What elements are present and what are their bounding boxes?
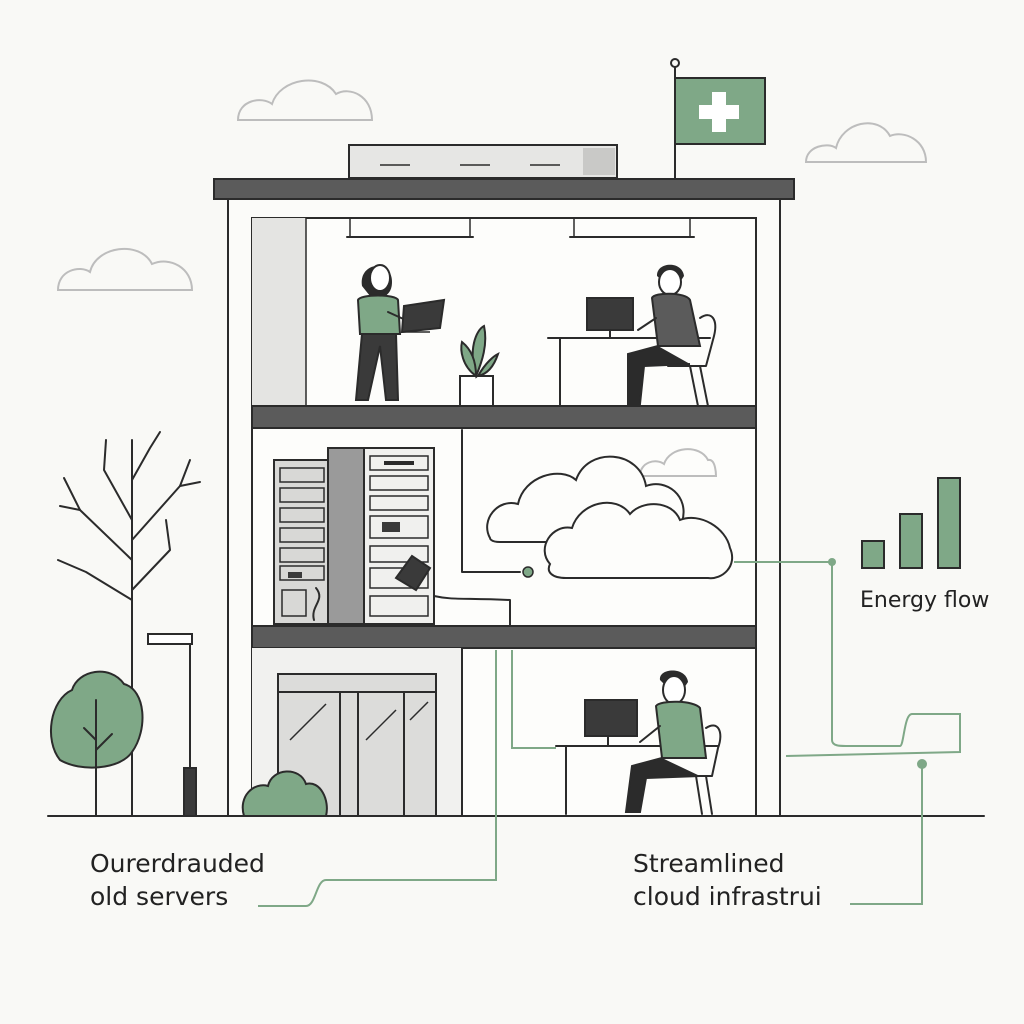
- old-servers-label: Ourerdrauded old servers: [90, 849, 265, 911]
- energy-flow-lines: [258, 558, 961, 907]
- sky-cloud-3: [56, 247, 194, 291]
- roof-slab: [213, 178, 795, 200]
- entrance-doors: [252, 648, 462, 817]
- energy-bar: [861, 540, 885, 569]
- roof-unit: [348, 144, 618, 179]
- energy-flow-label: Energy flow: [860, 588, 990, 613]
- energy-bar: [899, 513, 923, 569]
- man-at-desk-bottom: [555, 670, 722, 815]
- server-rack-icon: [273, 447, 511, 627]
- energy-bar: [937, 477, 961, 569]
- sky-cloud-2: [804, 122, 928, 163]
- man-at-desk-top: [547, 264, 717, 407]
- bush: [241, 770, 328, 817]
- energy-bars: [861, 477, 961, 569]
- sky-cloud-1: [236, 79, 374, 121]
- floor-slab-middle: [251, 625, 757, 649]
- flag: [670, 58, 766, 181]
- cloud-infrastructure-label: Streamlined cloud infrastrui: [633, 849, 822, 911]
- street-lamp: [147, 633, 197, 817]
- floor-slab-upper: [251, 405, 757, 429]
- woman-with-laptop: [354, 264, 446, 401]
- round-tree: [49, 670, 144, 817]
- cloud-icon: [461, 429, 733, 580]
- potted-plant: [459, 324, 500, 407]
